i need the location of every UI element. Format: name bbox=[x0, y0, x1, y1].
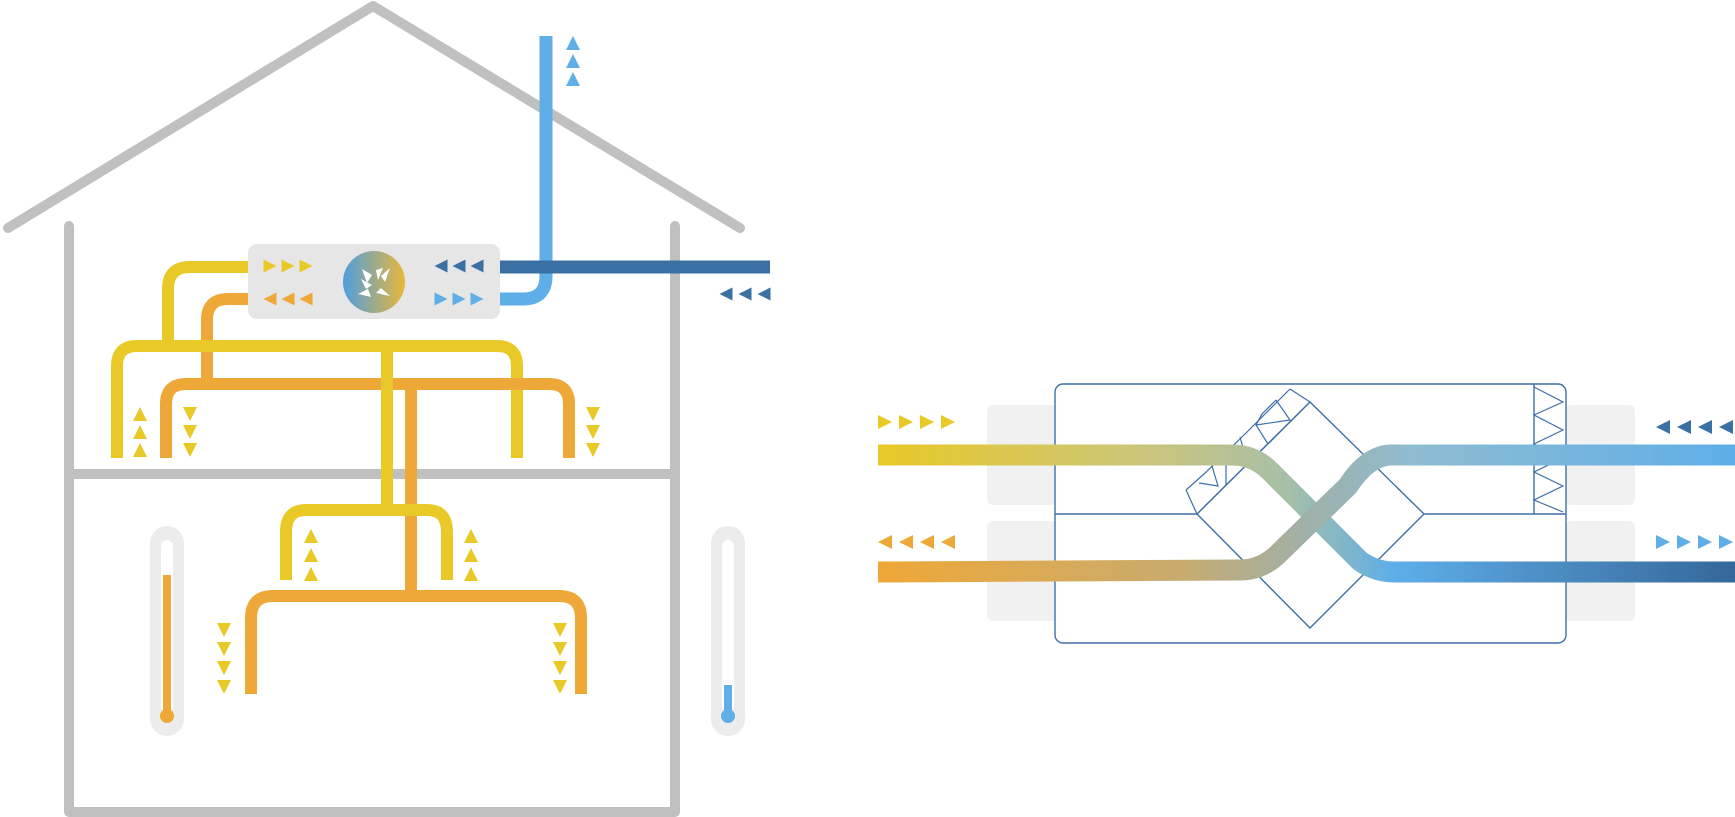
triangle-arrow-icon bbox=[1698, 420, 1712, 434]
ventilation-unit bbox=[248, 244, 500, 319]
triangle-arrow-icon bbox=[878, 415, 892, 429]
triangle-arrow-icon bbox=[452, 259, 466, 273]
triangle-arrow-icon bbox=[299, 292, 313, 306]
triangle-arrow-icon bbox=[1656, 535, 1670, 549]
triangle-arrow-icon bbox=[133, 425, 147, 439]
triangle-arrow-icon bbox=[566, 72, 580, 86]
triangle-arrow-icon bbox=[738, 287, 752, 301]
triangle-arrow-icon bbox=[281, 292, 295, 306]
triangle-arrow-icon bbox=[757, 287, 771, 301]
triangle-arrow-icon bbox=[1677, 420, 1691, 434]
triangle-arrow-icon bbox=[464, 529, 478, 543]
triangle-arrow-icon bbox=[553, 680, 567, 694]
triangle-arrow-icon bbox=[1719, 420, 1733, 434]
triangle-arrow-icon bbox=[1656, 420, 1670, 434]
triangle-arrow-icon bbox=[878, 535, 892, 549]
flow-arrows bbox=[133, 36, 1733, 694]
triangle-arrow-icon bbox=[1719, 535, 1733, 549]
triangle-arrow-icon bbox=[586, 425, 600, 439]
triangle-arrow-icon bbox=[217, 680, 231, 694]
triangle-arrow-icon bbox=[553, 642, 567, 656]
triangle-arrow-icon bbox=[183, 407, 197, 421]
extract-duct-main bbox=[201, 293, 253, 384]
house-walls bbox=[64, 221, 680, 817]
house-roof bbox=[3, 1, 745, 233]
lower-extract-manifold bbox=[245, 590, 587, 694]
triangle-arrow-icon bbox=[719, 287, 733, 301]
triangle-arrow-icon bbox=[586, 407, 600, 421]
triangle-arrow-icon bbox=[263, 292, 277, 306]
triangle-arrow-icon bbox=[941, 415, 955, 429]
triangle-arrow-icon bbox=[586, 443, 600, 457]
triangle-arrow-icon bbox=[464, 567, 478, 581]
triangle-arrow-icon bbox=[920, 535, 934, 549]
triangle-arrow-icon bbox=[304, 567, 318, 581]
triangle-arrow-icon bbox=[941, 535, 955, 549]
triangle-arrow-icon bbox=[470, 259, 484, 273]
thermometer-icon bbox=[711, 526, 745, 736]
triangle-arrow-icon bbox=[434, 292, 448, 306]
indoor-duct-network bbox=[111, 261, 587, 694]
upper-extract-manifold bbox=[160, 378, 575, 458]
triangle-arrow-icon bbox=[304, 529, 318, 543]
triangle-arrow-icon bbox=[899, 415, 913, 429]
triangle-arrow-icon bbox=[263, 259, 277, 273]
outdoor-ducts bbox=[498, 36, 770, 306]
triangle-arrow-icon bbox=[434, 259, 448, 273]
triangle-arrow-icon bbox=[553, 661, 567, 675]
house-structure bbox=[3, 1, 745, 817]
triangle-arrow-icon bbox=[1698, 535, 1712, 549]
triangle-arrow-icon bbox=[217, 623, 231, 637]
triangle-arrow-icon bbox=[553, 623, 567, 637]
triangle-arrow-icon bbox=[304, 548, 318, 562]
triangle-arrow-icon bbox=[566, 54, 580, 68]
triangle-arrow-icon bbox=[281, 259, 295, 273]
triangle-arrow-icon bbox=[299, 259, 313, 273]
triangle-arrow-icon bbox=[133, 443, 147, 457]
triangle-arrow-icon bbox=[899, 535, 913, 549]
exhaust-stack-duct bbox=[498, 36, 553, 306]
upper-supply-manifold bbox=[111, 340, 523, 458]
heat-exchanger bbox=[877, 383, 1735, 644]
triangle-arrow-icon bbox=[464, 548, 478, 562]
triangle-arrow-icon bbox=[217, 661, 231, 675]
triangle-arrow-icon bbox=[183, 425, 197, 439]
triangle-arrow-icon bbox=[470, 292, 484, 306]
triangle-arrow-icon bbox=[133, 407, 147, 421]
triangle-arrow-icon bbox=[452, 292, 466, 306]
triangle-arrow-icon bbox=[217, 642, 231, 656]
fan-icon bbox=[343, 251, 405, 313]
triangle-arrow-icon bbox=[920, 415, 934, 429]
triangle-arrow-icon bbox=[183, 443, 197, 457]
supply-duct-main bbox=[162, 261, 253, 346]
extract-air-stream bbox=[877, 444, 1735, 583]
thermometer-icon bbox=[150, 526, 184, 736]
triangle-arrow-icon bbox=[1677, 535, 1691, 549]
lower-supply-manifold bbox=[280, 504, 453, 580]
triangle-arrow-icon bbox=[566, 36, 580, 50]
fan-blades bbox=[358, 268, 390, 297]
